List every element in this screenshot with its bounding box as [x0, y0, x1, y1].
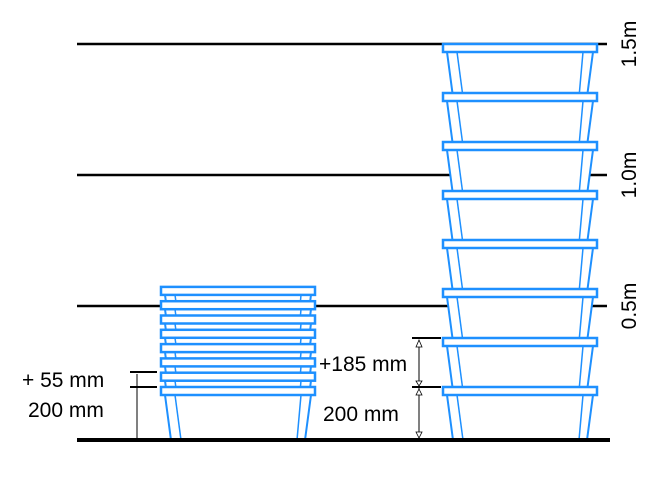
- left-base-label: 200 mm: [28, 399, 104, 422]
- container-rib: [456, 51, 464, 98]
- container-rim: [159, 299, 317, 311]
- container-body: [445, 198, 595, 245]
- container-rim: [441, 140, 599, 152]
- container-body: [445, 296, 595, 343]
- right-increment-label: +185 mm: [319, 353, 407, 376]
- container-body: [445, 247, 595, 294]
- container-rib: [578, 100, 584, 147]
- container-rib: [578, 51, 584, 98]
- container-rim: [159, 342, 317, 354]
- container-body: [445, 100, 595, 147]
- right-stack-stacked: [441, 42, 599, 441]
- container-rib: [174, 394, 182, 441]
- container-rib: [456, 198, 464, 245]
- container: [441, 42, 599, 98]
- container: [441, 287, 599, 343]
- right-dimension: +185 mm 200 mm: [319, 337, 441, 439]
- container-rim: [159, 314, 317, 325]
- container-rib: [456, 247, 464, 294]
- container-rim: [441, 91, 599, 103]
- height-label-1-0m: 1.0m: [618, 152, 641, 199]
- container-rim: [441, 287, 599, 299]
- container-rim: [159, 371, 317, 382]
- container-rib: [578, 394, 584, 441]
- container-rib: [456, 345, 464, 392]
- container-rim: [159, 385, 317, 397]
- container-rim: [441, 336, 599, 348]
- container: [441, 385, 599, 441]
- container-body: [445, 345, 595, 392]
- container-body: [445, 149, 595, 196]
- container: [159, 385, 317, 441]
- container: [441, 238, 599, 294]
- container-body: [445, 51, 595, 98]
- container-rib: [456, 394, 464, 441]
- container-rim: [159, 328, 317, 340]
- left-dimension: + 55 mm 200 mm: [22, 369, 157, 438]
- container-rib: [456, 296, 464, 343]
- container-rib: [578, 345, 584, 392]
- container: [441, 336, 599, 392]
- container-body: [163, 394, 313, 441]
- container-rib: [578, 149, 584, 196]
- container-rim: [441, 238, 599, 250]
- left-stack-nested: [159, 285, 317, 441]
- container-rib: [456, 100, 464, 147]
- right-base-label: 200 mm: [323, 403, 399, 426]
- container-body: [445, 394, 595, 441]
- container: [441, 189, 599, 245]
- container-rim: [441, 42, 599, 54]
- container-rib: [296, 394, 302, 441]
- height-label-0-5m: 0.5m: [618, 283, 641, 330]
- left-increment-label: + 55 mm: [22, 369, 104, 392]
- container-rib: [578, 296, 584, 343]
- container-rib: [578, 198, 584, 245]
- container-rib: [578, 247, 584, 294]
- container-rim: [159, 285, 317, 297]
- container-rim: [441, 189, 599, 201]
- container: [441, 140, 599, 196]
- container: [441, 91, 599, 147]
- container-rib: [456, 149, 464, 196]
- container-rim: [441, 385, 599, 397]
- container-rim: [159, 357, 317, 368]
- height-label-1-5m: 1.5m: [618, 21, 641, 68]
